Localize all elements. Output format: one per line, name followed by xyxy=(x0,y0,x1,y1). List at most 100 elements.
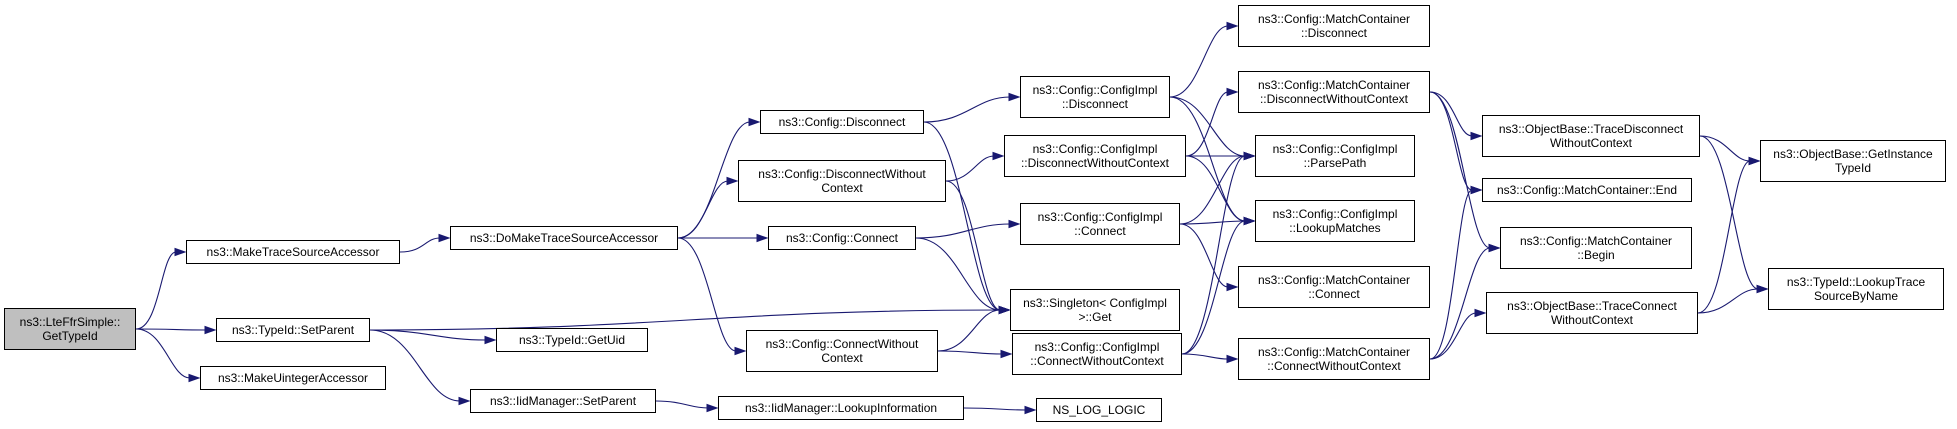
config-disconnect-without-context-node[interactable]: ns3::Config::DisconnectWithout Context xyxy=(738,160,946,202)
iid-manager-lookup-information-node[interactable]: ns3::IidManager::LookupInformation xyxy=(718,396,964,420)
config-impl-parse-path-node[interactable]: ns3::Config::ConfigImpl ::ParsePath xyxy=(1255,135,1415,177)
singleton-get-node[interactable]: ns3::Singleton< ConfigImpl >::Get xyxy=(1010,289,1180,331)
edge-arrowhead xyxy=(1008,219,1021,229)
node-label: ns3::MakeUintegerAccessor xyxy=(217,371,369,385)
edge-arrowhead xyxy=(1000,349,1013,359)
lte-ffr-simple-get-type-id-node: ns3::LteFfrSimple:: GetTypeId xyxy=(4,308,136,350)
call-graph-edges xyxy=(135,21,1769,415)
call-edge xyxy=(1429,189,1473,360)
config-impl-connect-node[interactable]: ns3::Config::ConfigImpl ::Connect xyxy=(1020,203,1180,245)
edge-arrowhead xyxy=(992,151,1005,161)
config-connect-node[interactable]: ns3::Config::Connect xyxy=(768,226,916,250)
call-edge xyxy=(1429,247,1491,360)
match-container-disconnect-node[interactable]: ns3::Config::MatchContainer ::Disconnect xyxy=(1238,5,1430,47)
call-edge xyxy=(1185,155,1246,222)
node-label: ns3::Singleton< ConfigImpl >::Get xyxy=(1023,296,1167,324)
call-edge xyxy=(135,328,207,331)
edge-arrowhead xyxy=(204,325,217,335)
call-edge xyxy=(1429,312,1477,360)
call-edge xyxy=(135,251,177,330)
call-edge xyxy=(1169,96,1246,157)
config-connect-without-context-node[interactable]: ns3::Config::ConnectWithout Context xyxy=(746,330,938,372)
node-label: ns3::Config::MatchContainer ::ConnectWit… xyxy=(1257,345,1411,373)
edge-arrowhead xyxy=(1474,308,1487,318)
call-edge xyxy=(677,180,729,239)
config-impl-disconnect-node[interactable]: ns3::Config::ConfigImpl ::Disconnect xyxy=(1020,76,1170,118)
match-container-end-node[interactable]: ns3::Config::MatchContainer::End xyxy=(1482,178,1692,202)
node-label: NS_LOG_LOGIC xyxy=(1052,403,1146,417)
call-edge xyxy=(135,328,191,379)
type-id-set-parent-node[interactable]: ns3::TypeId::SetParent xyxy=(216,318,370,342)
edge-arrowhead xyxy=(706,403,719,413)
config-disconnect-node[interactable]: ns3::Config::Disconnect xyxy=(760,110,924,134)
edge-arrowhead xyxy=(1488,243,1501,253)
call-edge xyxy=(1181,155,1246,355)
object-base-trace-connect-without-context-node[interactable]: ns3::ObjectBase::TraceConnect WithoutCon… xyxy=(1486,292,1698,334)
edge-arrowhead xyxy=(174,247,187,257)
call-edge xyxy=(1185,91,1229,157)
node-label: ns3::DoMakeTraceSourceAccessor xyxy=(469,231,659,245)
node-label: ns3::ObjectBase::TraceConnect WithoutCon… xyxy=(1507,299,1677,327)
edge-arrowhead xyxy=(1243,216,1256,226)
call-edge xyxy=(1179,220,1246,225)
node-label: ns3::MakeTraceSourceAccessor xyxy=(206,245,380,259)
object-base-get-instance-type-id-node[interactable]: ns3::ObjectBase::GetInstance TypeId xyxy=(1760,140,1946,182)
call-edge xyxy=(369,309,1001,331)
edge-arrowhead xyxy=(458,396,471,406)
call-edge xyxy=(923,121,1001,311)
node-label: ns3::Config::ConfigImpl ::DisconnectWith… xyxy=(1020,142,1170,170)
edge-arrowhead xyxy=(1756,284,1769,294)
call-edge xyxy=(1181,220,1246,355)
call-edge xyxy=(1697,160,1751,314)
make-uinteger-accessor-node[interactable]: ns3::MakeUintegerAccessor xyxy=(200,366,386,390)
node-label: ns3::Config::ConfigImpl ::Connect xyxy=(1037,210,1163,238)
node-label: ns3::Config::Disconnect xyxy=(778,115,906,129)
call-edge xyxy=(677,237,737,352)
type-id-get-uid-node[interactable]: ns3::TypeId::GetUid xyxy=(496,328,648,352)
node-label: ns3::ObjectBase::TraceDisconnect Without… xyxy=(1498,122,1684,150)
config-impl-connect-without-context-node[interactable]: ns3::Config::ConfigImpl ::ConnectWithout… xyxy=(1012,333,1182,375)
node-label: ns3::TypeId::LookupTrace SourceByName xyxy=(1786,275,1926,303)
node-label: ns3::Config::ConfigImpl ::LookupMatches xyxy=(1272,207,1398,235)
edge-arrowhead xyxy=(484,335,497,345)
make-trace-source-accessor-node[interactable]: ns3::MakeTraceSourceAccessor xyxy=(186,240,400,264)
edge-arrowhead xyxy=(1748,156,1761,166)
call-edge xyxy=(945,155,995,182)
edge-arrowhead xyxy=(748,117,761,127)
edge-arrowhead xyxy=(734,346,747,356)
node-label: ns3::Config::MatchContainer ::Begin xyxy=(1519,234,1673,262)
call-edge xyxy=(1169,25,1229,98)
match-container-begin-node[interactable]: ns3::Config::MatchContainer ::Begin xyxy=(1500,227,1692,269)
node-label: ns3::IidManager::SetParent xyxy=(489,394,637,408)
call-edge xyxy=(945,180,1001,311)
call-edge xyxy=(1179,155,1246,225)
node-label: ns3::Config::ConfigImpl ::ConnectWithout… xyxy=(1030,340,1164,368)
edge-arrowhead xyxy=(438,233,451,243)
call-edge xyxy=(937,309,1001,352)
edge-arrowhead xyxy=(1024,405,1037,415)
match-container-disconnect-without-context-node[interactable]: ns3::Config::MatchContainer ::Disconnect… xyxy=(1238,71,1430,113)
call-edge xyxy=(1179,223,1229,288)
node-label: ns3::TypeId::GetUid xyxy=(518,333,626,347)
node-label: ns3::LteFfrSimple:: GetTypeId xyxy=(19,315,121,343)
node-label: ns3::Config::MatchContainer::End xyxy=(1496,183,1678,197)
object-base-trace-disconnect-without-context-node[interactable]: ns3::ObjectBase::TraceDisconnect Without… xyxy=(1482,115,1700,157)
iid-manager-set-parent-node[interactable]: ns3::IidManager::SetParent xyxy=(470,389,656,413)
do-make-trace-source-accessor-node[interactable]: ns3::DoMakeTraceSourceAccessor xyxy=(450,226,678,250)
edge-arrowhead xyxy=(1226,87,1239,97)
call-edge xyxy=(915,223,1011,239)
match-container-connect-without-context-node[interactable]: ns3::Config::MatchContainer ::ConnectWit… xyxy=(1238,338,1430,380)
edge-arrowhead xyxy=(188,373,201,383)
type-id-lookup-trace-source-by-name-node[interactable]: ns3::TypeId::LookupTrace SourceByName xyxy=(1768,268,1944,310)
call-edge xyxy=(923,96,1011,123)
ns-log-logic-node[interactable]: NS_LOG_LOGIC xyxy=(1036,398,1162,422)
config-impl-lookup-matches-node[interactable]: ns3::Config::ConfigImpl ::LookupMatches xyxy=(1255,200,1415,242)
match-container-connect-node[interactable]: ns3::Config::MatchContainer ::Connect xyxy=(1238,266,1430,308)
node-label: ns3::TypeId::SetParent xyxy=(231,323,355,337)
call-edge xyxy=(1429,91,1491,249)
node-label: ns3::Config::MatchContainer ::Connect xyxy=(1257,273,1411,301)
edge-arrowhead xyxy=(998,305,1011,315)
node-label: ns3::Config::MatchContainer ::Disconnect… xyxy=(1257,78,1411,106)
config-impl-disconnect-without-context-node[interactable]: ns3::Config::ConfigImpl ::DisconnectWith… xyxy=(1004,135,1186,177)
